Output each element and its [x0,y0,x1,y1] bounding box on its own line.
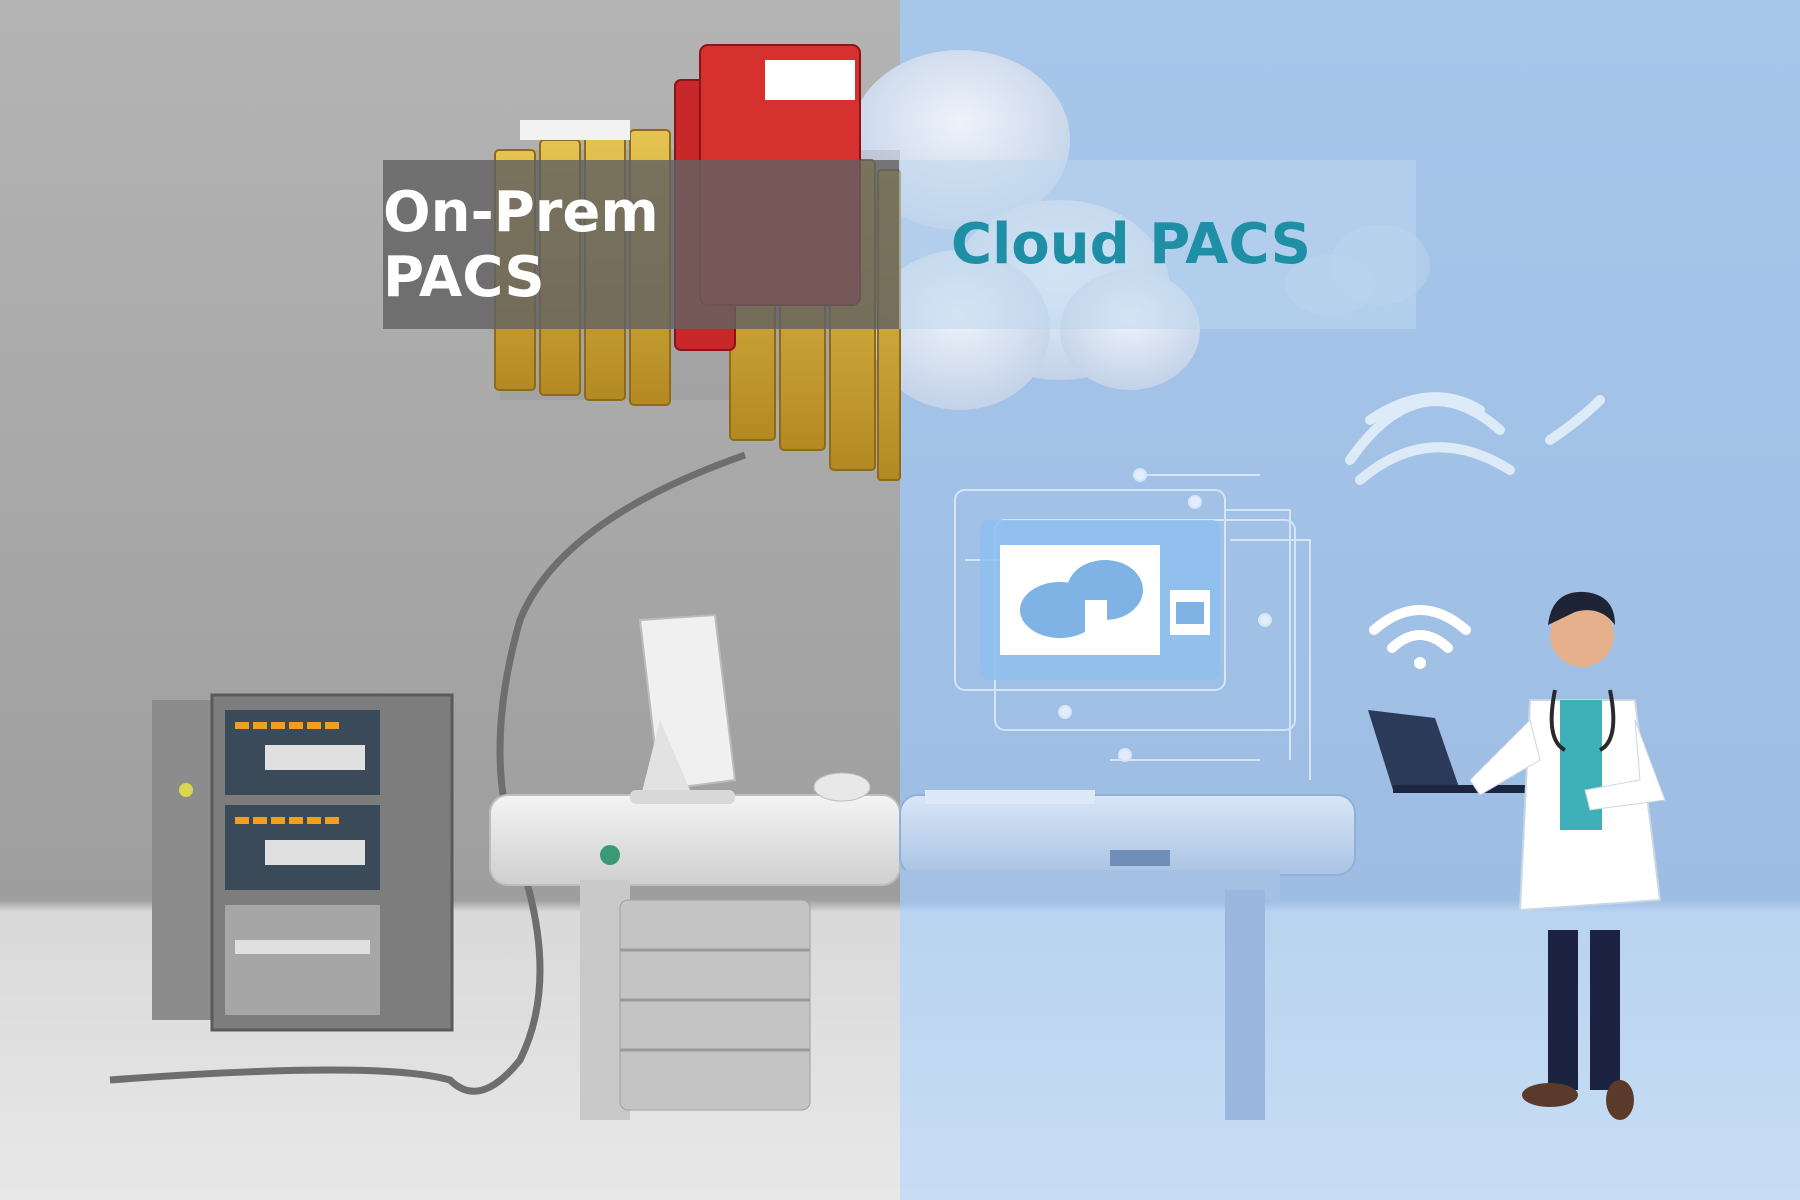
server-rack-icon [152,693,454,1032]
desk-icon [899,790,1356,1120]
wifi-icon [1369,605,1471,669]
desktop-monitor-icon [630,613,737,804]
stethoscope-icon [1549,689,1616,752]
network-cable [109,451,747,1095]
desk-icon [489,794,901,1120]
on-prem-title: On-Prem PACS [383,179,659,310]
laptop-icon [1368,710,1533,793]
cloud-app-screen [954,468,1311,780]
on-prem-banner: On-Prem PACS [383,160,899,329]
cloud-title: Cloud PACS [951,212,1311,277]
cloud-banner: Cloud PACS [899,160,1416,329]
doctor-figure-icon [1469,591,1666,1120]
sync-arrows-icon [1345,392,1605,485]
mouse-icon [813,772,871,802]
